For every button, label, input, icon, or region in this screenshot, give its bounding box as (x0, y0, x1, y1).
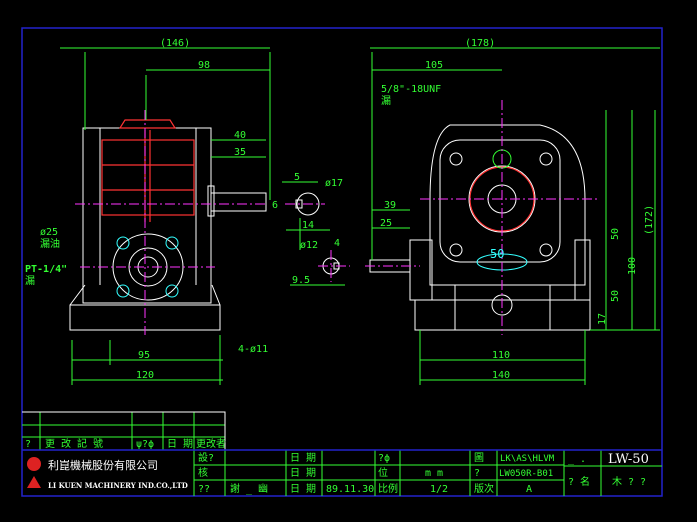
tb-scale: 1/2 (430, 484, 448, 495)
tb-cell: ? (474, 468, 480, 479)
left-view: (146) 98 40 35 ø25 漏油 PT-1/4" 漏 95 120 4… (25, 38, 271, 385)
tb-drawing-path: LK\AS\HLVM (500, 454, 555, 464)
dim-overall-width: (146) (160, 38, 190, 49)
tb-name-label: _ . (568, 454, 586, 465)
tb-revision: A (526, 484, 532, 495)
dim-140: 140 (492, 370, 510, 381)
tb-cell: 設? (198, 451, 214, 464)
dim-98: 98 (198, 60, 210, 71)
tb-cell: 核 (198, 466, 208, 479)
tb-model: LW-50 (608, 452, 649, 467)
dim-50a: 50 (610, 228, 621, 240)
key-detail: 5 ø17 6 14 ø12 4 9.5 (272, 172, 350, 286)
dim-9-5: 9.5 (292, 275, 310, 286)
dim-172: (172) (644, 205, 655, 235)
dim-dia-17: ø17 (325, 178, 343, 189)
rev-header: 更改者 (196, 437, 226, 450)
thread-label: 5/8"-18UNF (381, 84, 441, 95)
dim-25: 25 (380, 218, 392, 229)
right-view: (178) 105 5/8"-18UNF 漏 39 25 50 50 100 (… (365, 38, 660, 385)
rev-header: ? (25, 439, 31, 450)
dim-50b: 50 (610, 290, 621, 302)
revision-table: ? 更 改 記 號 ψ?ϕ 日 期 更改者 (22, 411, 226, 450)
dim-center-50: 50 (490, 247, 504, 261)
tb-cell: 比例 (378, 482, 398, 495)
dim-overall-width-right: (178) (465, 38, 495, 49)
dim-110: 110 (492, 350, 510, 361)
tb-cell: 木 ? ? (612, 476, 646, 488)
tb-cell: ? 名 (568, 475, 590, 488)
rev-header: ψ?ϕ (136, 439, 154, 450)
company-name-cn: 利崑機械股份有限公司 (48, 458, 158, 472)
tb-drawing-number: LW050R-B01 (499, 469, 553, 479)
dim-39: 39 (384, 200, 396, 211)
dim-40: 40 (234, 130, 246, 141)
dim-14: 14 (302, 220, 314, 231)
dim-105: 105 (425, 60, 443, 71)
tb-date: 89.11.30 (326, 484, 374, 495)
oil-note: 漏油 (40, 237, 60, 250)
dim-holes: 4-ø11 (238, 344, 268, 355)
dim-key-5: 5 (294, 172, 300, 183)
dim-dia-12: ø12 (300, 240, 318, 251)
tb-cell: 日 期 (290, 483, 316, 495)
tb-cell: ?ϕ (378, 453, 390, 464)
dim-95: 95 (138, 350, 150, 361)
drawing-border (21, 27, 663, 497)
dim-100: 100 (627, 257, 638, 275)
thread-note: 漏 (381, 95, 391, 107)
rev-header: 日 期 (167, 438, 193, 450)
dim-oil-dia: ø25 (40, 227, 58, 238)
tb-unit: m m (425, 468, 443, 479)
tb-cell: ?? (198, 484, 210, 495)
dim-17: 17 (597, 313, 608, 325)
dim-key-6: 6 (272, 200, 278, 211)
dim-35: 35 (234, 147, 246, 158)
company-logo (27, 457, 41, 471)
tb-cell: 位 (378, 466, 388, 479)
dim-120: 120 (136, 370, 154, 381)
dim-key-4: 4 (334, 238, 340, 249)
tb-cell: 版次 (474, 482, 494, 495)
title-block: 利崑機械股份有限公司 LI KUEN MACHINERY IND.CO.,LTD… (22, 449, 662, 496)
drain-note: 漏 (25, 275, 35, 287)
tb-drafter: 謝 _ 幽 (230, 482, 268, 495)
rev-header: 更 改 記 號 (45, 437, 103, 450)
tb-cell: 日 期 (290, 467, 316, 479)
drain-label: PT-1/4" (25, 264, 67, 275)
tb-cell: 日 期 (290, 452, 316, 464)
company-name-en: LI KUEN MACHINERY IND.CO.,LTD (48, 481, 188, 490)
tb-cell: 圖 (474, 452, 484, 464)
